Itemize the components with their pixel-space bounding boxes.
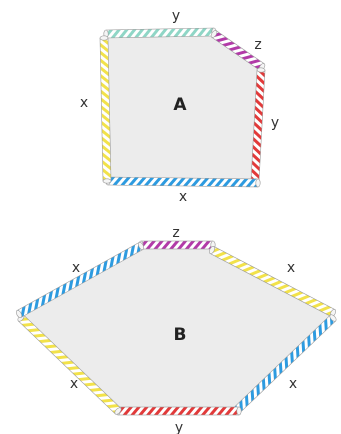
shape-a-corner-label: z: [254, 37, 261, 53]
shape-a-fill: [104, 33, 263, 182]
shape-b-fill: [20, 247, 333, 412]
shape-a-straws: [99, 27, 266, 188]
shape-b-lower-left-label: x: [70, 376, 78, 392]
shape-b-upper-right-label: x: [287, 260, 295, 276]
straw-b-bottom: [115, 406, 242, 416]
figure-b: B z x x y x x: [15, 225, 337, 434]
shape-b-bottom-label: y: [175, 420, 183, 434]
straw-b-upper-left: [15, 242, 145, 318]
shape-b-upper-left-label: x: [72, 260, 80, 276]
shape-b-label: B: [174, 325, 187, 345]
shape-a-right-label: y: [271, 115, 279, 131]
straw-a-top: [103, 27, 217, 39]
shape-b-top-label: z: [172, 225, 179, 241]
shape-a-left-label: x: [80, 95, 88, 111]
straw-a-bottom: [105, 176, 261, 188]
shape-b-straws: [15, 240, 337, 416]
shape-a-top-label: y: [172, 8, 180, 24]
shape-a-label: A: [173, 95, 187, 115]
straw-b-top: [138, 240, 216, 250]
figure-a: A y z y x x: [80, 8, 279, 205]
straw-a-left: [99, 35, 112, 184]
shape-a-bottom-label: x: [179, 189, 187, 205]
shape-b-lower-right-label: x: [289, 376, 297, 392]
